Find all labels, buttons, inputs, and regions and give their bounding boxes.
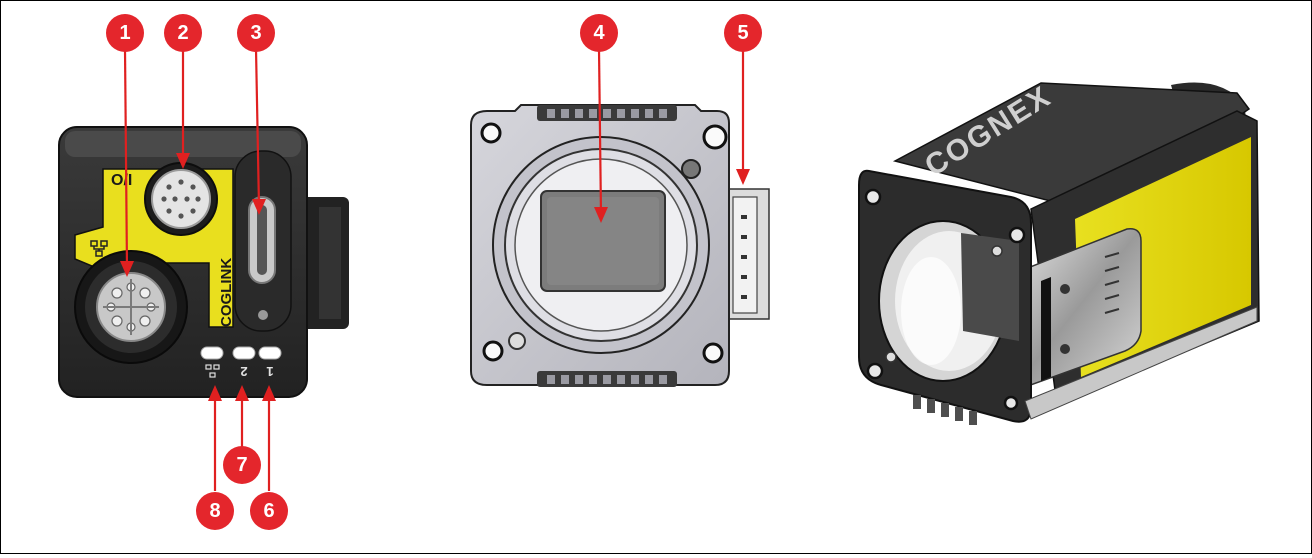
bottom-strip xyxy=(1024,306,1258,420)
callout-7-arrow xyxy=(235,385,249,447)
callout-8: 8 xyxy=(196,492,234,530)
callouts: 1 2 3 4 5 6 7 8 xyxy=(106,14,762,530)
callout-2-arrow xyxy=(176,49,190,169)
led-network xyxy=(200,346,224,360)
callout-8-arrow xyxy=(208,385,222,491)
side-connector-ribs xyxy=(319,207,341,319)
callout-6-arrow xyxy=(262,385,276,491)
rear-view: O/I COGLINK 2 1 xyxy=(58,126,349,398)
io-pins xyxy=(161,179,201,219)
callout-1: 1 xyxy=(106,14,144,52)
io-port-label: O/I xyxy=(111,172,132,189)
callout-1-arrow xyxy=(120,48,134,277)
coglink-label: COGLINK xyxy=(218,258,235,327)
bottom-front-fins xyxy=(913,395,977,425)
bracket-lettering xyxy=(1104,252,1120,314)
led-1-label: 1 xyxy=(266,364,273,379)
callout-4: 4 xyxy=(580,14,618,52)
led-2 xyxy=(232,346,256,360)
callout-3-arrow xyxy=(252,48,266,215)
callout-5-number: 5 xyxy=(737,22,748,44)
callout-5: 5 xyxy=(724,14,762,52)
callout-5-arrow xyxy=(736,49,750,185)
callout-6: 6 xyxy=(250,492,288,530)
callout-2-number: 2 xyxy=(177,22,188,44)
callout-7: 7 xyxy=(223,446,261,484)
callout-4-arrow xyxy=(594,48,608,223)
led-2-label: 2 xyxy=(240,364,247,379)
led-network-icon xyxy=(205,364,220,378)
callout-8-number: 8 xyxy=(209,500,220,522)
front-view xyxy=(470,104,770,387)
network-icon xyxy=(90,240,108,257)
callout-1-number: 1 xyxy=(119,22,130,44)
led-1 xyxy=(258,346,282,360)
callout-6-number: 6 xyxy=(263,500,274,522)
front-screws xyxy=(864,188,1026,411)
callout-7-number: 7 xyxy=(236,454,247,476)
callout-2: 2 xyxy=(164,14,202,52)
mount-screws xyxy=(480,122,728,364)
perspective-view: COGNEX xyxy=(858,80,1260,425)
callout-4-number: 4 xyxy=(593,22,605,44)
callout-3-number: 3 xyxy=(250,22,261,44)
callout-3: 3 xyxy=(237,14,275,52)
